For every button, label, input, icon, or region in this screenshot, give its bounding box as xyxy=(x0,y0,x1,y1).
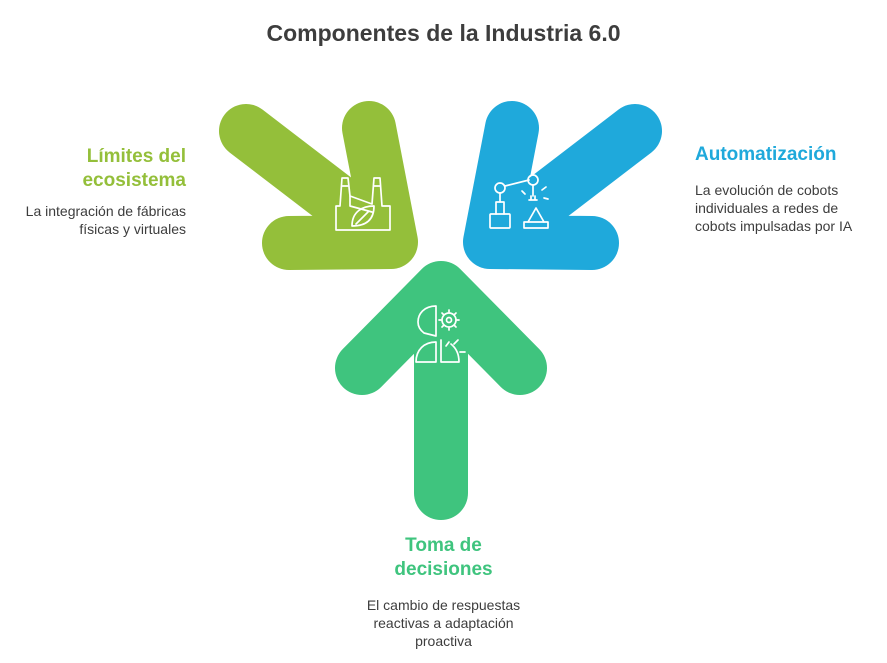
heading-automatizacion: Automatización xyxy=(695,144,837,165)
factory-leaf-icon xyxy=(335,177,391,231)
robot-arm-icon xyxy=(489,174,549,229)
arrow-decisiones xyxy=(335,261,547,520)
description-ecosistema: La integración de fábricas físicas y vir… xyxy=(25,203,186,237)
arrow-ecosistema xyxy=(219,101,418,270)
page-title: Componentes de la Industria 6.0 xyxy=(266,20,621,46)
arrow-automatizacion xyxy=(463,101,662,270)
description-automatizacion: La evolución de cobots individuales a re… xyxy=(695,182,853,234)
heading-decisiones: Toma de decisiones xyxy=(394,535,493,580)
head-gears-icon xyxy=(415,305,466,363)
description-decisiones: El cambio de respuestas reactivas a adap… xyxy=(366,597,521,649)
heading-ecosistema: Límites del ecosistema xyxy=(82,146,186,191)
